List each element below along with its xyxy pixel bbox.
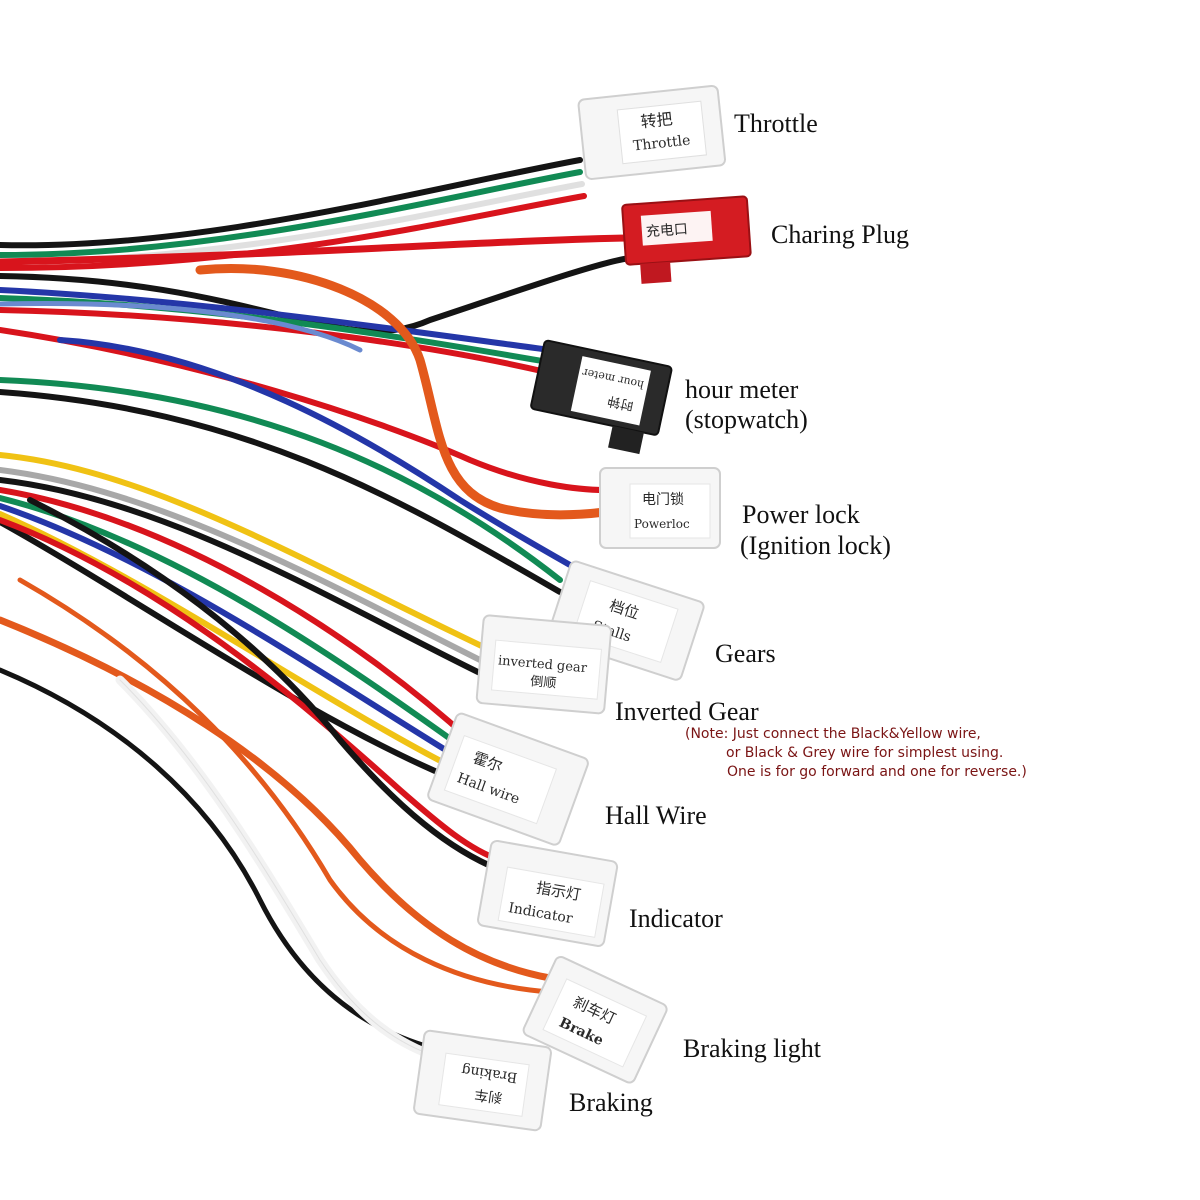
hall-wire-label: Hall Wire [605, 801, 707, 830]
charging-plug-connector: 充电口 [621, 195, 752, 284]
note-line-3: One is for go forward and one for revers… [727, 764, 1027, 780]
indicator-label: Indicator [629, 904, 723, 933]
brake-light-connector: 刹车灯 Brake [522, 955, 668, 1084]
hour-meter-label: hour meter [685, 375, 799, 404]
note-line-1: (Note: Just connect the Black&Yellow wir… [685, 726, 981, 742]
inverted-gear-label: Inverted Gear [615, 697, 759, 726]
gears-label: Gears [715, 639, 776, 668]
power-lock-wires [0, 263, 610, 520]
inverted-gear-wires [0, 452, 493, 679]
hour-meter-connector: 时钟 hour meter [530, 339, 673, 455]
hall-wires [0, 487, 473, 783]
braking-light-label: Braking light [683, 1034, 821, 1063]
brake-light-wires [0, 577, 554, 995]
throttle-label: Throttle [734, 109, 818, 138]
ignition-lock-label: (Ignition lock) [740, 531, 891, 560]
hall-wire-connector: 霍尔 Hall wire [427, 712, 589, 846]
svg-text:Braking: Braking [460, 1062, 518, 1086]
indicator-wires [0, 497, 503, 873]
svg-text:刹车: 刹车 [473, 1086, 503, 1107]
throttle-connector: 转把 Throttle [577, 84, 727, 180]
svg-text:Powerloc: Powerloc [634, 517, 690, 531]
charging-plug-label: Charing Plug [771, 220, 909, 249]
svg-text:Throttle: Throttle [632, 133, 691, 155]
indicator-connector: 指示灯 Indicator [477, 839, 619, 947]
note-line-2: or Black & Grey wire for simplest using. [726, 745, 1004, 761]
svg-text:转把: 转把 [640, 109, 674, 131]
hour-meter-wires [0, 287, 553, 375]
inverted-gear-connector: inverted gear 倒顺 [475, 614, 613, 715]
stopwatch-label: (stopwatch) [685, 405, 808, 434]
svg-text:电门锁: 电门锁 [642, 492, 684, 508]
svg-text:充电口: 充电口 [645, 221, 688, 240]
braking-wires [0, 667, 445, 1063]
power-lock-label: Power lock [742, 500, 860, 529]
svg-text:倒顺: 倒顺 [530, 674, 557, 691]
svg-text:时钟: 时钟 [606, 393, 635, 414]
power-lock-connector: 电门锁 Powerloc [599, 467, 721, 549]
braking-connector: 刹车 Braking [413, 1029, 552, 1132]
gears-wires [0, 337, 573, 595]
braking-label: Braking [569, 1088, 653, 1117]
